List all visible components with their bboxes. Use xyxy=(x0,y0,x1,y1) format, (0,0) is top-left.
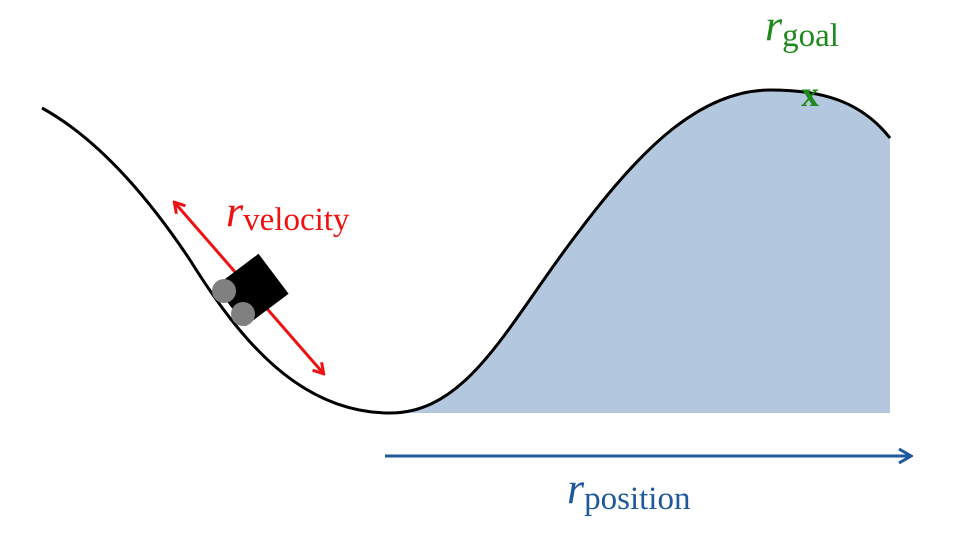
position-reward-area xyxy=(390,90,890,413)
car-wheel-front xyxy=(212,279,236,303)
goal-marker: x xyxy=(801,74,819,114)
car xyxy=(212,253,289,327)
goal-label: rgoal xyxy=(765,1,839,54)
car-wheel-back xyxy=(231,302,255,326)
velocity-label: rvelocity xyxy=(226,187,350,238)
position-label: rposition xyxy=(567,464,690,517)
